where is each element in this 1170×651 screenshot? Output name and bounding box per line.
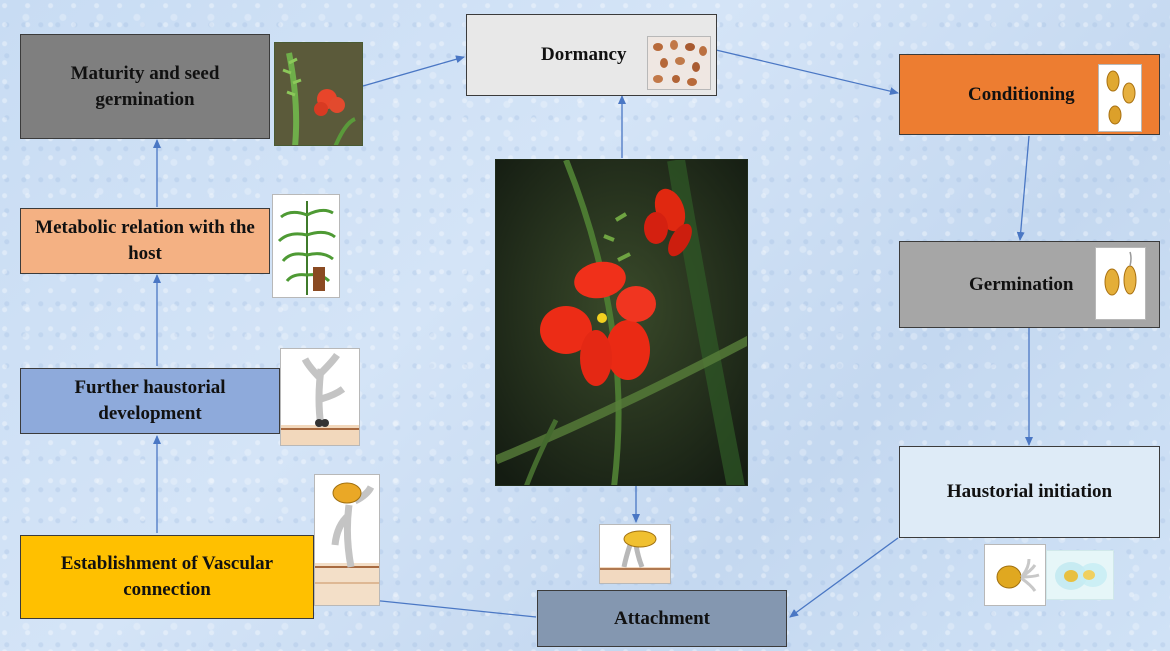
stage-metabolic-relation-label: Metabolic relation with the host — [35, 217, 255, 264]
stage-vascular-connection-label: Establishment of Vascular connection — [60, 553, 274, 600]
seeds-dormancy-image — [647, 36, 711, 90]
arrow-maturity-to-dormancy — [362, 55, 465, 87]
maturity-plant-image — [274, 42, 363, 146]
arrow-dormancy-to-conditioning — [715, 49, 899, 96]
stage-haustorial-initiation: Haustorial initiation — [899, 446, 1160, 538]
haustorial-initiation-image-1 — [984, 544, 1046, 606]
stage-dormancy-label: Dormancy — [541, 44, 627, 66]
stage-vascular-connection: Establishment of Vascular connection — [20, 535, 314, 619]
stage-attachment: Attachment — [537, 590, 787, 647]
haustorial-initiation-image-2 — [1046, 550, 1114, 600]
stage-maturity-label: Maturity and seed germination — [70, 62, 220, 110]
stage-haustorial-initiation-label: Haustorial initiation — [946, 481, 1113, 503]
stage-conditioning-label: Conditioning — [968, 83, 1075, 105]
stage-further-haustorial: Further haustorial development — [20, 368, 280, 434]
center-flower-photo — [495, 159, 748, 486]
stage-metabolic-relation: Metabolic relation with the host — [20, 208, 270, 274]
arrow-attachment-to-vascular — [370, 596, 537, 618]
attachment-image — [599, 524, 671, 584]
stage-further-haustorial-label: Further haustorial development — [74, 377, 226, 424]
further-haustorial-image — [280, 348, 360, 446]
seeds-conditioning-image — [1098, 64, 1142, 132]
stage-attachment-label: Attachment — [613, 607, 711, 629]
stage-germination-label: Germination — [969, 273, 1074, 295]
arrow-haustorial-to-attachment — [789, 537, 899, 618]
arrow-conditioning-to-germination — [1016, 135, 1030, 241]
host-plant-image — [272, 194, 340, 298]
stage-maturity: Maturity and seed germination — [20, 34, 270, 139]
seeds-germination-image — [1095, 247, 1146, 320]
vascular-connection-image — [314, 474, 380, 606]
